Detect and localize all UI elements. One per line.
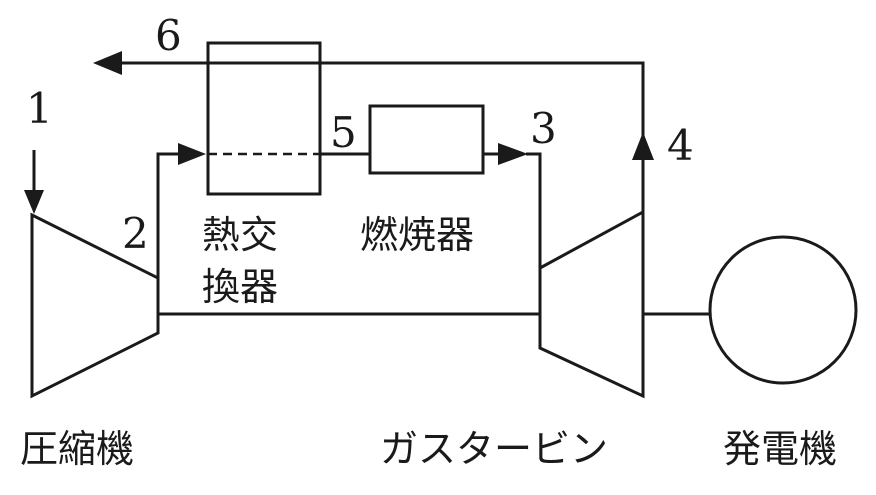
compressor-outlet-arrowhead — [178, 143, 206, 165]
exhaust-arrowhead — [93, 51, 122, 75]
point-label-1: 1 — [26, 84, 53, 133]
point-label-4: 4 — [667, 121, 694, 170]
combustor-outlet-arrowhead — [498, 143, 528, 165]
turbine-inlet-line — [526, 152, 542, 268]
generator-label: 発電機 — [723, 427, 837, 471]
combustor-label: 燃焼器 — [360, 213, 474, 257]
generator-circle — [708, 235, 858, 385]
heat-exchanger-box — [206, 41, 322, 196]
compressor-shape — [30, 212, 160, 399]
heat-exchanger-label-line2: 換器 — [202, 265, 278, 309]
inlet-arrowhead — [24, 190, 44, 214]
gas-turbine-label: ガスタービン — [380, 427, 608, 471]
point-label-2: 2 — [122, 209, 149, 258]
turbine-outlet-arrowhead — [632, 132, 654, 160]
combustor-box — [368, 104, 485, 175]
exhaust-return-line — [120, 61, 645, 136]
compressor-label: 圧縮機 — [20, 427, 134, 471]
compressor-outlet-line — [156, 152, 182, 278]
point-label-5: 5 — [330, 108, 357, 157]
point-label-3: 3 — [530, 104, 557, 153]
point-label-6: 6 — [155, 11, 182, 60]
turbine-shape — [538, 209, 645, 399]
heat-exchanger-label-line1: 熱交 — [202, 213, 278, 257]
